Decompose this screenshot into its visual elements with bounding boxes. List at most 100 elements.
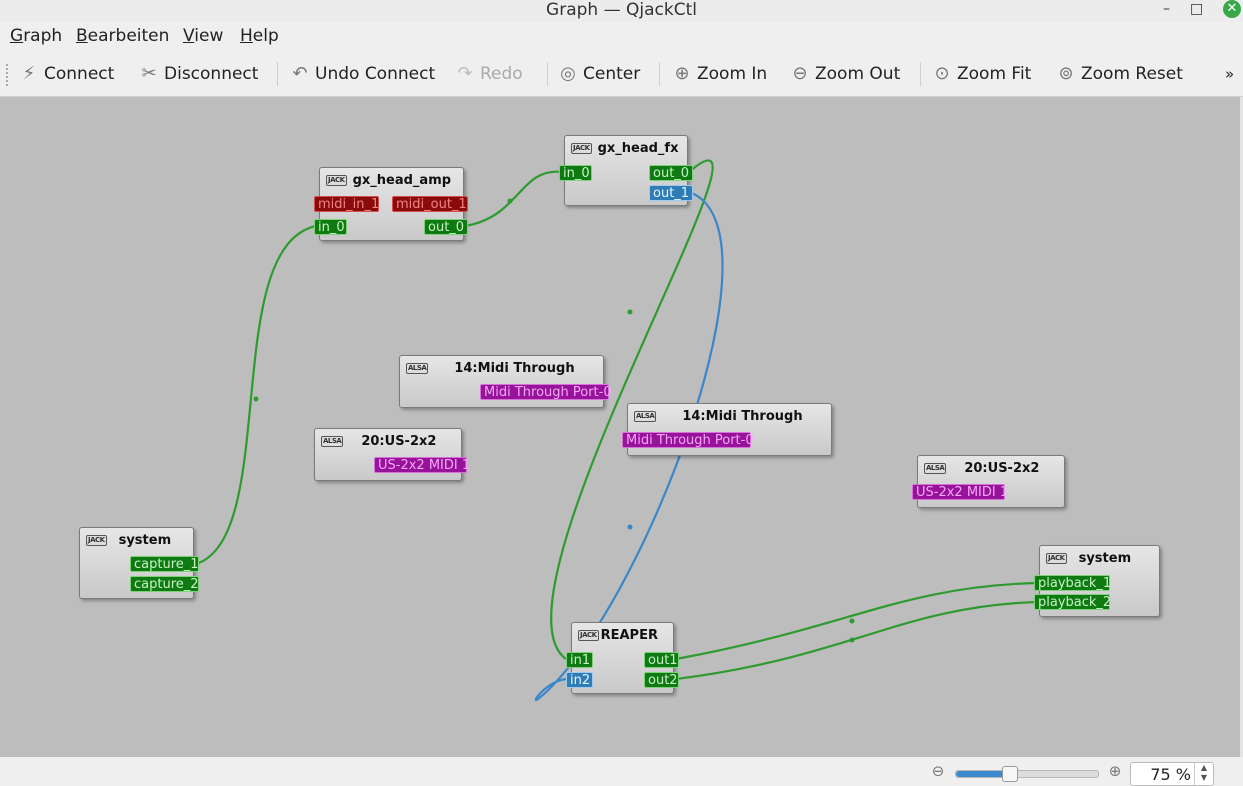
toolbar-separator — [547, 62, 548, 86]
zoom-in-button[interactable]: ⊕Zoom In — [671, 62, 767, 86]
port-in-0[interactable]: in_0 — [559, 165, 592, 181]
menu-graph[interactable]: Graph — [10, 26, 63, 46]
jack-icon: JACK — [578, 629, 599, 641]
wire-marker — [627, 524, 633, 530]
zoom-reset-icon: ⊚ — [1058, 63, 1074, 84]
port-out1[interactable]: out1 — [644, 652, 679, 668]
disconnect-button[interactable]: ✂Disconnect — [138, 62, 258, 86]
menu-bearbeiten[interactable]: Bearbeiten — [76, 26, 170, 46]
port-in-0[interactable]: in_0 — [314, 219, 347, 235]
zoom-out-icon[interactable]: ⊖ — [931, 762, 945, 780]
menu-bar: Graph Bearbeiten View Help — [0, 24, 1243, 50]
port-out-1[interactable]: out_1 — [649, 185, 693, 201]
zoom-in-icon[interactable]: ⊕ — [1108, 762, 1122, 780]
jack-icon: JACK — [1046, 552, 1067, 564]
wire-capture1-to-amp-in0 — [195, 224, 317, 566]
node-title: gx_head_amp — [352, 172, 452, 188]
wire-marker — [849, 618, 855, 624]
wire-reaper-out1-to-playback1 — [675, 581, 1037, 661]
wire-amp-out0-to-fx-in0 — [464, 170, 563, 228]
node-title: 14:Midi Through — [454, 360, 575, 376]
title-bar: Graph — QjackCtl – □ ✕ — [0, 0, 1243, 22]
node-reaper[interactable]: JACK REAPER in1 in2 out1 out2 — [566, 622, 679, 694]
spin-arrows-icon[interactable]: ▲▼ — [1194, 763, 1213, 785]
center-button[interactable]: ◎Center — [557, 62, 640, 86]
port-capture-1[interactable]: capture_1 — [130, 556, 199, 572]
port-playback-2[interactable]: playback_2 — [1034, 594, 1111, 610]
node-title: gx_head_fx — [597, 140, 679, 156]
port-us2x2-midi-1[interactable]: US-2x2 MIDI 1 — [374, 457, 470, 473]
port-midi-through-port-0[interactable]: Midi Through Port-0 — [622, 432, 754, 448]
alsa-icon: ALSA — [321, 435, 344, 447]
port-us2x2-midi-1[interactable]: US-2x2 MIDI 1 — [912, 484, 1008, 500]
plug-icon: ⚡ — [22, 63, 36, 84]
zoom-out-button[interactable]: ⊖Zoom Out — [789, 62, 900, 86]
wire-marker — [627, 309, 633, 315]
node-us2x2-2[interactable]: ALSA 20:US-2x2 US-2x2 MIDI 1 — [912, 455, 1065, 508]
window-title: Graph — QjackCtl — [546, 0, 697, 20]
zoom-reset-button[interactable]: ⊚Zoom Reset — [1055, 62, 1182, 86]
zoom-fit-icon: ⊙ — [934, 63, 950, 84]
toolbar-separator — [920, 62, 921, 86]
disconnect-icon: ✂ — [141, 63, 157, 84]
graph-canvas[interactable]: JACK gx_head_amp midi_in_1 midi_out_1 in… — [0, 97, 1240, 757]
zoom-spinbox[interactable]: 75 % ▲▼ — [1130, 762, 1214, 786]
zoom-value: 75 % — [1150, 765, 1191, 784]
node-title: system — [1078, 550, 1132, 566]
menu-help[interactable]: Help — [240, 26, 279, 46]
port-out2[interactable]: out2 — [644, 672, 679, 688]
toolbar-grip[interactable] — [6, 64, 12, 86]
menu-view[interactable]: View — [183, 26, 224, 46]
redo-button[interactable]: ↷Redo — [454, 62, 522, 86]
port-midi-out-1[interactable]: midi_out_1 — [392, 196, 468, 212]
node-gx-head-amp[interactable]: JACK gx_head_amp midi_in_1 midi_out_1 in… — [314, 167, 468, 241]
node-title: 20:US-2x2 — [964, 460, 1040, 476]
toolbar-separator — [659, 62, 660, 86]
zoom-out-icon: ⊖ — [792, 63, 808, 84]
jack-icon: JACK — [326, 174, 347, 186]
node-title: 20:US-2x2 — [361, 433, 437, 449]
minimize-icon[interactable]: – — [1163, 1, 1170, 17]
port-out-0[interactable]: out_0 — [424, 219, 468, 235]
node-title: system — [118, 532, 172, 548]
connect-button[interactable]: ⚡Connect — [18, 62, 115, 86]
port-midi-in-1[interactable]: midi_in_1 — [314, 196, 379, 212]
zoom-slider-handle[interactable] — [1001, 766, 1018, 782]
zoom-fit-button[interactable]: ⊙Zoom Fit — [931, 62, 1031, 86]
jack-icon: JACK — [86, 534, 107, 546]
wire-marker — [849, 637, 855, 643]
node-title: 14:Midi Through — [682, 408, 803, 424]
node-midi-through-2[interactable]: ALSA 14:Midi Through Midi Through Port-0 — [622, 403, 832, 456]
port-playback-1[interactable]: playback_1 — [1034, 575, 1111, 591]
center-icon: ◎ — [560, 63, 576, 84]
toolbar: ⚡Connect ✂Disconnect ↶Undo Connect ↷Redo… — [0, 52, 1243, 97]
jack-icon: JACK — [571, 142, 592, 154]
node-system-playback[interactable]: JACK system playback_1 playback_2 — [1034, 545, 1160, 617]
wire-reaper-out2-to-playback2 — [675, 600, 1037, 681]
zoom-slider-fill — [956, 771, 1009, 777]
port-capture-2[interactable]: capture_2 — [130, 576, 199, 592]
wire-marker — [507, 198, 513, 204]
close-icon[interactable]: ✕ — [1223, 0, 1241, 18]
port-in2[interactable]: in2 — [566, 672, 593, 688]
zoom-slider[interactable] — [955, 766, 1099, 782]
alsa-icon: ALSA — [634, 410, 657, 422]
redo-icon: ↷ — [457, 63, 473, 84]
status-bar: ⊖ ⊕ 75 % ▲▼ — [0, 758, 1243, 786]
port-in1[interactable]: in1 — [566, 652, 593, 668]
zoom-in-icon: ⊕ — [674, 63, 690, 84]
undo-icon: ↶ — [292, 63, 308, 84]
node-title: REAPER — [600, 627, 658, 643]
port-out-0[interactable]: out_0 — [649, 165, 693, 181]
undo-connect-button[interactable]: ↶Undo Connect — [289, 62, 435, 86]
node-us2x2-1[interactable]: ALSA 20:US-2x2 US-2x2 MIDI 1 — [314, 428, 470, 481]
maximize-icon[interactable]: □ — [1190, 1, 1204, 17]
vertical-scrollbar[interactable] — [1240, 97, 1243, 757]
node-system-capture[interactable]: JACK system capture_1 capture_2 — [79, 527, 199, 599]
node-gx-head-fx[interactable]: JACK gx_head_fx in_0 out_0 out_1 — [559, 135, 693, 206]
toolbar-extension-button[interactable]: » — [1225, 65, 1235, 83]
toolbar-separator — [277, 62, 278, 86]
node-midi-through-1[interactable]: ALSA 14:Midi Through Midi Through Port-0 — [399, 355, 612, 408]
alsa-icon: ALSA — [924, 462, 947, 474]
port-midi-through-port-0[interactable]: Midi Through Port-0 — [480, 384, 612, 400]
